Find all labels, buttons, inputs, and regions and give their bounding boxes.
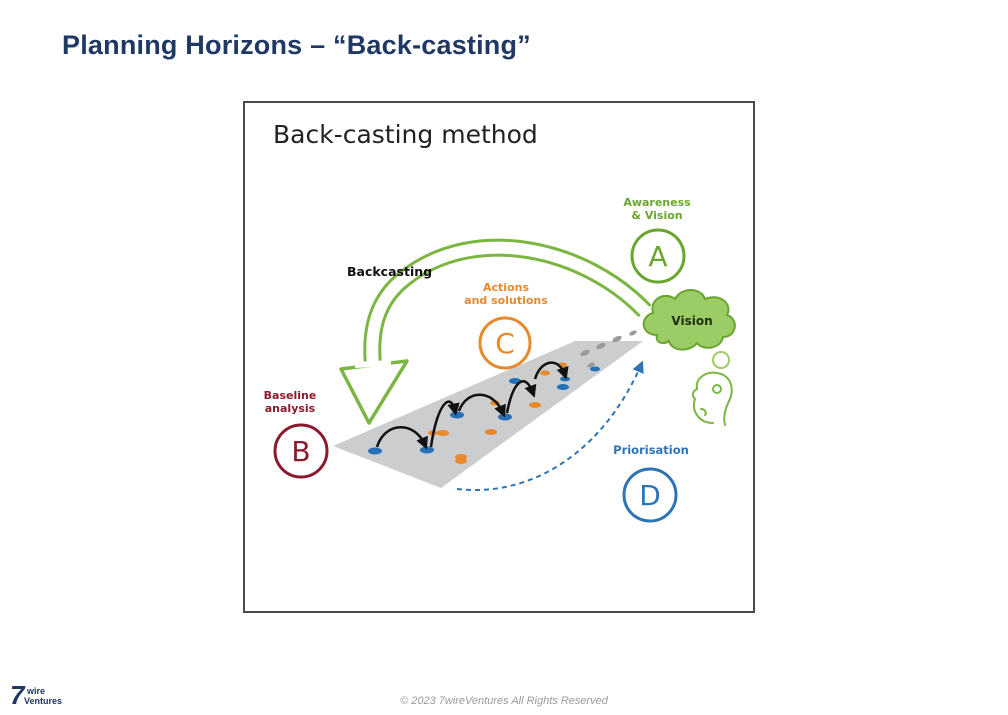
backcasting-diagram: Back-casting method <box>264 120 736 523</box>
backcasting-figure: Back-casting method <box>243 101 755 613</box>
step-b-badge: B <box>273 423 329 479</box>
company-logo: 7 wire Ventures <box>10 680 80 710</box>
backcasting-label: Backcasting <box>347 264 432 279</box>
step-c-letter: C <box>495 327 515 360</box>
priorisation-arc <box>456 360 644 492</box>
step-a-badge: A <box>630 228 686 284</box>
vision-label: Vision <box>671 314 712 328</box>
slide-title: Planning Horizons – “Back-casting” <box>62 30 531 60</box>
path-dashes <box>580 330 637 368</box>
step-d-badge: D <box>622 467 678 523</box>
step-c-badge: C <box>478 316 532 370</box>
logo-word-2: Ventures <box>24 696 62 706</box>
copyright-text: © 2023 7wireVentures All Rights Reserved <box>400 695 608 707</box>
logo-word-1: wire <box>26 686 45 696</box>
step-d-letter: D <box>639 479 661 512</box>
step-b-caption-1: Baseline <box>264 389 317 402</box>
step-b-caption-2: analysis <box>265 402 316 415</box>
diagram-heading: Back-casting method <box>273 120 538 149</box>
thinking-head-icon <box>691 371 733 426</box>
vision-cloud: Vision <box>642 289 736 369</box>
logo-number: 7 <box>10 680 26 710</box>
step-a-caption-1: Awareness <box>623 196 691 209</box>
hop-arcs <box>375 361 569 450</box>
step-c-caption-2: and solutions <box>464 294 548 307</box>
step-d-caption: Priorisation <box>613 443 689 457</box>
step-a-letter: A <box>648 240 667 273</box>
step-c-caption-1: Actions <box>483 281 529 294</box>
step-b-letter: B <box>291 435 310 468</box>
step-a-caption-2: & Vision <box>631 209 682 222</box>
backcasting-arrow <box>339 238 652 425</box>
